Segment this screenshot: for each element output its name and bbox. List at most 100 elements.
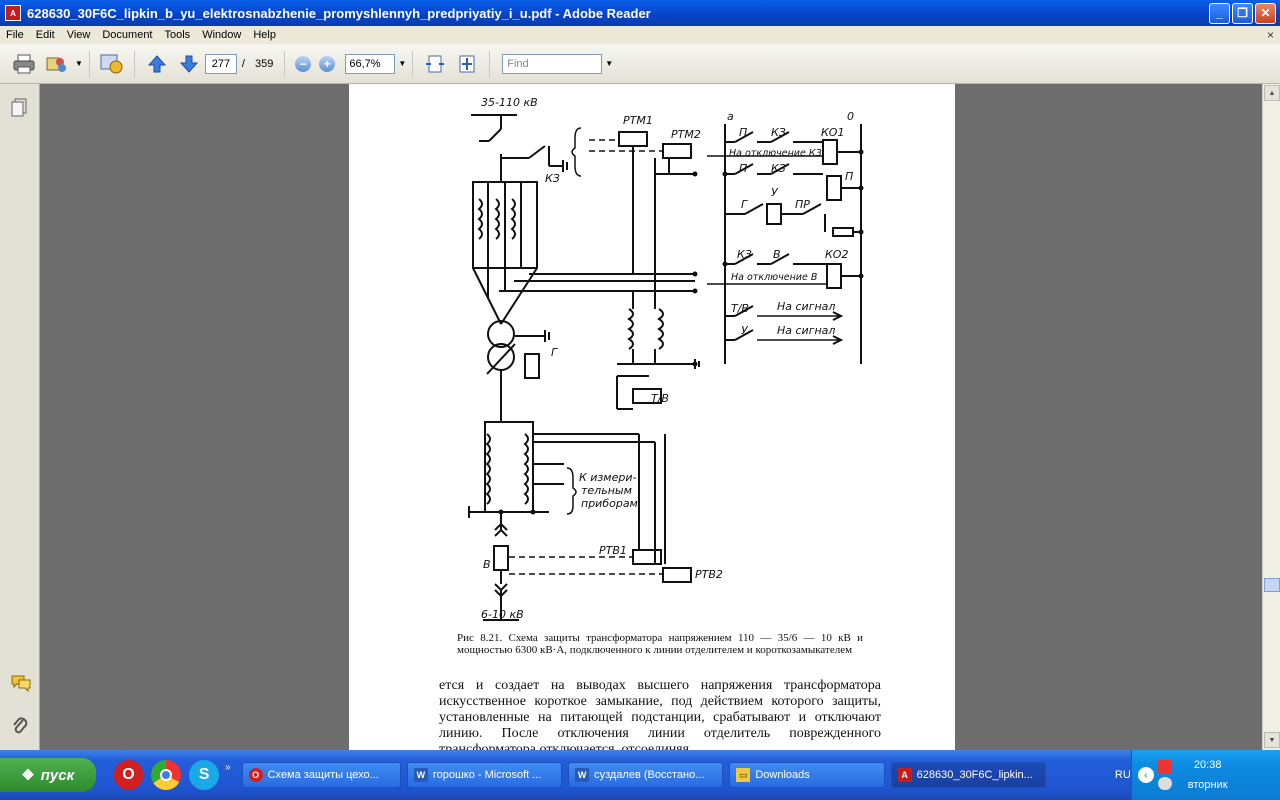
label-tv2: Т/В	[731, 302, 749, 315]
menu-view[interactable]: View	[66, 29, 91, 41]
language-indicator[interactable]: RU	[1114, 769, 1131, 781]
folder-icon: ▭	[736, 768, 751, 782]
label-rtv2: РТВ2	[695, 568, 723, 581]
task-label: горошко - Microsoft ...	[432, 769, 542, 781]
menu-help[interactable]: Help	[253, 29, 276, 41]
label-kz3: КЗ	[737, 248, 752, 261]
start-button[interactable]: ❖ пуск	[0, 758, 96, 792]
toolbar-separator	[412, 50, 414, 77]
label-pr: ПР	[795, 198, 810, 211]
pages-panel-icon[interactable]	[10, 98, 30, 118]
zoom-in-icon[interactable]: +	[319, 55, 336, 72]
label-bus-0: 0	[847, 110, 854, 123]
find-dropdown-icon[interactable]: ▼	[605, 59, 614, 68]
collaborate-dropdown-icon[interactable]: ▼	[75, 59, 83, 68]
task-label: Downloads	[755, 769, 810, 781]
pdf-page: 35-110 кВ 6-10 кВ РТМ1 РТМ2 КЗ Г Т/В РТВ…	[349, 84, 955, 750]
menu-file[interactable]: File	[6, 29, 24, 41]
task-opera-window[interactable]: O Схема защиты цехо...	[241, 762, 401, 788]
menu-bar: File Edit View Document Tools Window Hel…	[0, 26, 1280, 44]
label-v2: В	[773, 248, 781, 261]
page-number-input[interactable]: 277	[204, 53, 237, 74]
task-word-goroshko[interactable]: W горошко - Microsoft ...	[406, 762, 563, 788]
task-adobe-reader[interactable]: A 628630_30F6C_lipkin...	[890, 762, 1046, 788]
maximize-button[interactable]: ❐	[1232, 2, 1253, 24]
settings-icon[interactable]	[99, 51, 125, 77]
label-g2: Г	[741, 198, 748, 211]
find-input[interactable]: Find	[502, 53, 603, 74]
label-p1: П	[739, 126, 747, 139]
tray-icons[interactable]	[1157, 760, 1174, 790]
label-tv: Т/В	[651, 392, 669, 405]
label-rtm2: РТМ2	[671, 128, 701, 141]
label-signal-2: На сигнал	[777, 324, 835, 337]
scroll-thumb[interactable]	[1264, 578, 1280, 592]
taskbar: ❖ пуск O S » O Схема защиты цехо... W го…	[0, 750, 1280, 800]
clock-time: 20:38	[1193, 759, 1222, 771]
adobe-reader-small-icon: A	[897, 768, 912, 782]
tray-app-icon[interactable]	[1157, 760, 1172, 773]
start-label: пуск	[40, 766, 75, 784]
tray-expand-icon[interactable]: ‹	[1137, 767, 1154, 783]
skype-icon[interactable]: S	[189, 760, 220, 790]
menu-tools[interactable]: Tools	[164, 29, 191, 41]
page-body-text: ется и создает на выводах высшего напряж…	[439, 678, 881, 750]
label-bottom-voltage: 6-10 кВ	[481, 608, 524, 621]
page-total: 359	[254, 57, 274, 70]
clock[interactable]: 20:38 вторник	[1188, 759, 1228, 791]
tray-network-icon[interactable]	[1157, 777, 1172, 790]
print-icon[interactable]	[11, 51, 37, 77]
label-off-v: На отключение В	[731, 272, 817, 283]
scroll-up-icon[interactable]: ▲	[1264, 85, 1280, 101]
menu-document[interactable]: Document	[102, 29, 153, 41]
label-kz1: КЗ	[771, 126, 786, 139]
label-g: Г	[551, 346, 558, 359]
protection-schematic-diagram: 35-110 кВ 6-10 кВ РТМ1 РТМ2 КЗ Г Т/В РТВ…	[468, 96, 864, 621]
windows-logo-icon: ❖	[21, 767, 35, 784]
next-page-icon[interactable]	[176, 51, 202, 77]
minimize-button[interactable]: _	[1209, 2, 1230, 24]
chrome-icon[interactable]	[151, 760, 182, 790]
label-meters-2: тельным	[581, 484, 632, 497]
fit-page-icon[interactable]	[454, 51, 480, 77]
zoom-dropdown-icon[interactable]: ▼	[398, 59, 407, 68]
title-bar: A 628630_30F6C_lipkin_b_yu_elektrosnabzh…	[0, 0, 1280, 26]
previous-page-icon[interactable]	[144, 51, 170, 77]
close-document-icon[interactable]: ×	[1266, 28, 1274, 42]
zoom-level-field[interactable]: 66,7%	[345, 53, 396, 74]
document-view[interactable]: 35-110 кВ 6-10 кВ РТМ1 РТМ2 КЗ Г Т/В РТВ…	[40, 84, 1262, 750]
clock-day: вторник	[1187, 779, 1228, 791]
task-downloads-folder[interactable]: ▭ Downloads	[729, 762, 885, 788]
label-p3: П	[845, 170, 853, 183]
label-kz2: КЗ	[771, 162, 786, 175]
word-icon: W	[575, 768, 590, 782]
fit-width-icon[interactable]	[422, 51, 448, 77]
label-top-voltage: 35-110 кВ	[481, 96, 538, 109]
quick-launch-expand-icon[interactable]: »	[225, 761, 231, 773]
label-bus-a: а	[727, 110, 734, 123]
label-meters-3: приборам	[581, 497, 638, 510]
collaborate-icon[interactable]	[43, 51, 69, 77]
system-tray: ‹ 20:38 вторник	[1130, 750, 1280, 800]
task-label: суздалев (Восстано...	[594, 769, 705, 781]
task-label: 628630_30F6C_lipkin...	[916, 769, 1033, 781]
close-button[interactable]: ✕	[1255, 2, 1276, 24]
task-label: Схема защиты цехо...	[267, 769, 379, 781]
label-off-kz: На отключение КЗ	[729, 148, 822, 159]
label-kz-switch: КЗ	[545, 172, 560, 185]
menu-window[interactable]: Window	[202, 29, 242, 41]
task-word-suzdalev[interactable]: W суздалев (Восстано...	[568, 762, 724, 788]
attachments-panel-icon[interactable]	[10, 716, 30, 736]
toolbar-separator	[133, 50, 135, 77]
label-u1: У	[771, 186, 779, 199]
toolbar: ▼ 277 / 359 − + 66,7% ▼ Find ▼	[0, 44, 1280, 84]
toolbar-separator	[284, 50, 286, 77]
opera-icon[interactable]: O	[113, 760, 144, 790]
vertical-scrollbar[interactable]: ▲ ▼	[1262, 84, 1280, 750]
label-ko1: КО1	[821, 126, 844, 139]
zoom-out-icon[interactable]: −	[295, 55, 312, 72]
navigation-panel	[0, 84, 40, 750]
comments-panel-icon[interactable]	[10, 674, 31, 694]
menu-edit[interactable]: Edit	[35, 29, 55, 41]
scroll-down-icon[interactable]: ▼	[1264, 732, 1280, 748]
